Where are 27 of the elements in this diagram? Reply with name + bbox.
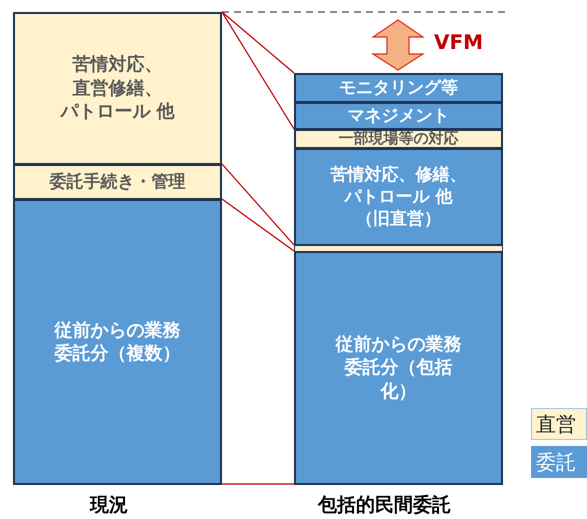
connector-line [222, 12, 294, 74]
task-block [294, 251, 503, 485]
block-text: （旧直営） [356, 208, 441, 230]
task-block [13, 12, 222, 165]
task-block [294, 73, 503, 103]
block-text: 苦情対応、直営修繕、パトロール 他 [59, 53, 176, 124]
block-text: モニタリング等 [339, 76, 458, 100]
connector-line [222, 164, 294, 246]
block-text: 従前からの業務委託分（包括化） [334, 332, 462, 404]
block-text: マネジメント [348, 104, 450, 128]
task-block [13, 199, 222, 485]
block-text: 従前からの業務委託分（複数） [53, 318, 182, 366]
block-text: 苦情対応、修繕、パトロール 他 [329, 164, 468, 208]
legend-text: 委託 [536, 448, 576, 476]
task-block [294, 129, 503, 149]
column-title: 現況 [90, 493, 128, 518]
connector-line [222, 483, 294, 485]
task-block [294, 148, 503, 246]
column-title: 包括的民間委託 [318, 493, 451, 518]
task-block [13, 164, 222, 200]
legend-text: 直営 [536, 410, 576, 438]
task-block [294, 102, 503, 130]
block-text: 委託手続き・管理 [50, 170, 186, 194]
connector-line [222, 198, 294, 252]
connector-line [221, 12, 295, 130]
block-text: 一部現場等の対応 [338, 129, 458, 149]
vfm-label: VFM [434, 30, 484, 54]
